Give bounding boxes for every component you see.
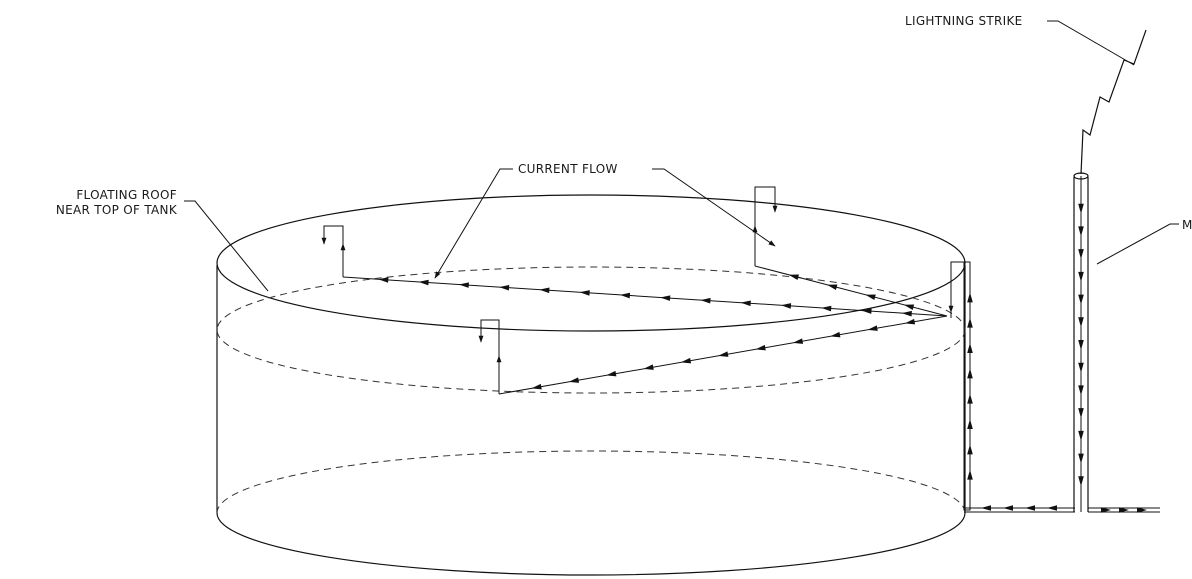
- current-arrow: [643, 364, 654, 370]
- current-arrow: [1025, 505, 1035, 511]
- current-arrow: [967, 292, 973, 303]
- current-arrow: [1078, 362, 1084, 373]
- current-flow-label: CURRENT FLOW: [518, 162, 618, 176]
- floating-roof-label-line2: NEAR TOP OF TANK: [56, 203, 178, 217]
- shunt-middle: [478, 319, 502, 394]
- current-arrow: [1078, 340, 1084, 350]
- current-arrow: [861, 308, 872, 314]
- current-arrow: [1047, 505, 1057, 511]
- current-arrow: [1078, 476, 1084, 487]
- current-arrow: [967, 469, 973, 480]
- current-arrow: [1078, 203, 1084, 214]
- current-arrow: [499, 284, 510, 291]
- current-arrow: [418, 279, 429, 286]
- floating-roof: [216, 266, 966, 394]
- ground-line: [1088, 507, 1160, 513]
- tank-top-rim: [216, 194, 966, 332]
- current-arrow: [1078, 453, 1084, 464]
- current-arrow: [967, 368, 973, 379]
- current-arrow: [606, 370, 617, 377]
- current-arrow: [788, 274, 799, 280]
- conductor-current-arrows: [967, 292, 1147, 513]
- current-arrow: [1137, 507, 1147, 513]
- current-arrow: [700, 297, 711, 304]
- current-arrow: [1078, 385, 1084, 396]
- current-arrow: [1078, 249, 1084, 260]
- lightning-strike-label: LIGHTNING STRIKE: [905, 14, 1023, 28]
- current-arrow: [865, 294, 876, 300]
- current-arrow: [458, 282, 469, 288]
- current-arrow: [967, 343, 973, 353]
- current-arrow: [579, 290, 590, 296]
- roof-current-arrows: [378, 274, 916, 390]
- current-arrow: [1078, 430, 1084, 441]
- shunt-right: [752, 186, 778, 266]
- current-arrow: [755, 344, 766, 351]
- current-arrow: [967, 393, 973, 404]
- current-arrow: [740, 300, 751, 307]
- current-arrow: [792, 338, 804, 344]
- current-arrow: [981, 505, 991, 511]
- current-arrow: [1078, 226, 1084, 237]
- current-arrow: [780, 303, 792, 309]
- current-arrow: [1101, 507, 1111, 513]
- leader-lines: [184, 20, 1179, 292]
- current-arrow: [967, 444, 973, 455]
- current-arrow: [660, 295, 671, 301]
- current-arrow: [901, 310, 912, 317]
- current-arrow: [680, 357, 692, 364]
- current-arrow: [1078, 294, 1084, 305]
- current-arrow: [826, 284, 838, 290]
- tank: [216, 194, 966, 576]
- current-arrow: [568, 377, 580, 383]
- current-arrow: [718, 351, 729, 357]
- current-arrow: [967, 317, 973, 328]
- current-arrow: [1078, 271, 1084, 282]
- current-arrow: [619, 292, 631, 299]
- current-arrow: [1078, 317, 1084, 328]
- tank-bottom-front: [216, 512, 966, 576]
- current-arrow: [903, 304, 915, 310]
- current-arrow: [378, 277, 389, 283]
- shunt-left: [321, 225, 346, 277]
- current-arrow: [821, 305, 832, 312]
- current-arrow: [967, 419, 973, 429]
- current-arrow: [830, 331, 841, 338]
- floating-roof-label-line1: FLOATING ROOF: [76, 188, 177, 202]
- current-arrow: [1078, 408, 1084, 419]
- tank-bottom-back-hidden: [216, 450, 966, 514]
- current-arrow: [867, 325, 878, 331]
- current-arrow: [539, 287, 550, 294]
- lightning-bolt: [1080, 29, 1147, 175]
- current-arrow: [1119, 507, 1129, 513]
- current-arrow: [531, 383, 542, 390]
- mast-label: MAST: [1182, 218, 1192, 232]
- current-arrow: [904, 318, 916, 325]
- current-arrow: [1003, 505, 1013, 511]
- mast-current-arrows: [1078, 203, 1084, 487]
